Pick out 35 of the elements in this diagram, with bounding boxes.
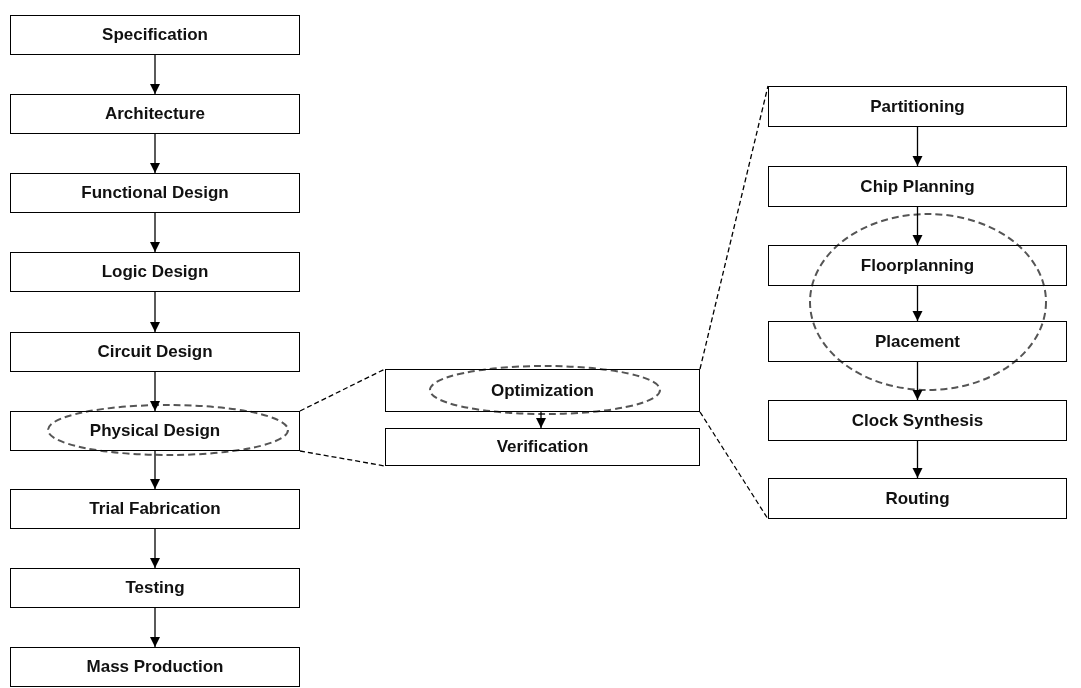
process-box: Functional Design xyxy=(10,173,300,213)
dashed-line xyxy=(299,368,386,412)
process-box: Circuit Design xyxy=(10,332,300,372)
dashed-line xyxy=(699,85,769,370)
arrow xyxy=(149,607,161,648)
process-box: Logic Design xyxy=(10,252,300,292)
process-box: Partitioning xyxy=(768,86,1067,127)
arrow xyxy=(149,450,161,490)
dashed-line xyxy=(299,450,386,467)
process-box: Mass Production xyxy=(10,647,300,687)
arrow xyxy=(912,206,923,246)
arrow xyxy=(149,54,161,95)
process-box: Specification xyxy=(10,15,300,55)
arrow xyxy=(149,291,161,333)
arrow xyxy=(912,285,923,322)
process-box: Verification xyxy=(385,428,700,466)
arrow xyxy=(535,411,547,429)
arrow xyxy=(149,212,161,253)
process-box: Placement xyxy=(768,321,1067,362)
process-box: Optimization xyxy=(385,369,700,412)
dashed-line xyxy=(699,411,769,520)
arrow xyxy=(149,371,161,412)
arrow xyxy=(912,440,923,479)
process-box: Trial Fabrication xyxy=(10,489,300,529)
arrow xyxy=(912,126,923,167)
process-box: Physical Design xyxy=(10,411,300,451)
process-box: Routing xyxy=(768,478,1067,519)
process-box: Floorplanning xyxy=(768,245,1067,286)
arrow xyxy=(149,133,161,174)
process-box: Architecture xyxy=(10,94,300,134)
process-box: Testing xyxy=(10,568,300,608)
process-box: Chip Planning xyxy=(768,166,1067,207)
process-box: Clock Synthesis xyxy=(768,400,1067,441)
arrow xyxy=(149,528,161,569)
arrow xyxy=(912,361,923,401)
